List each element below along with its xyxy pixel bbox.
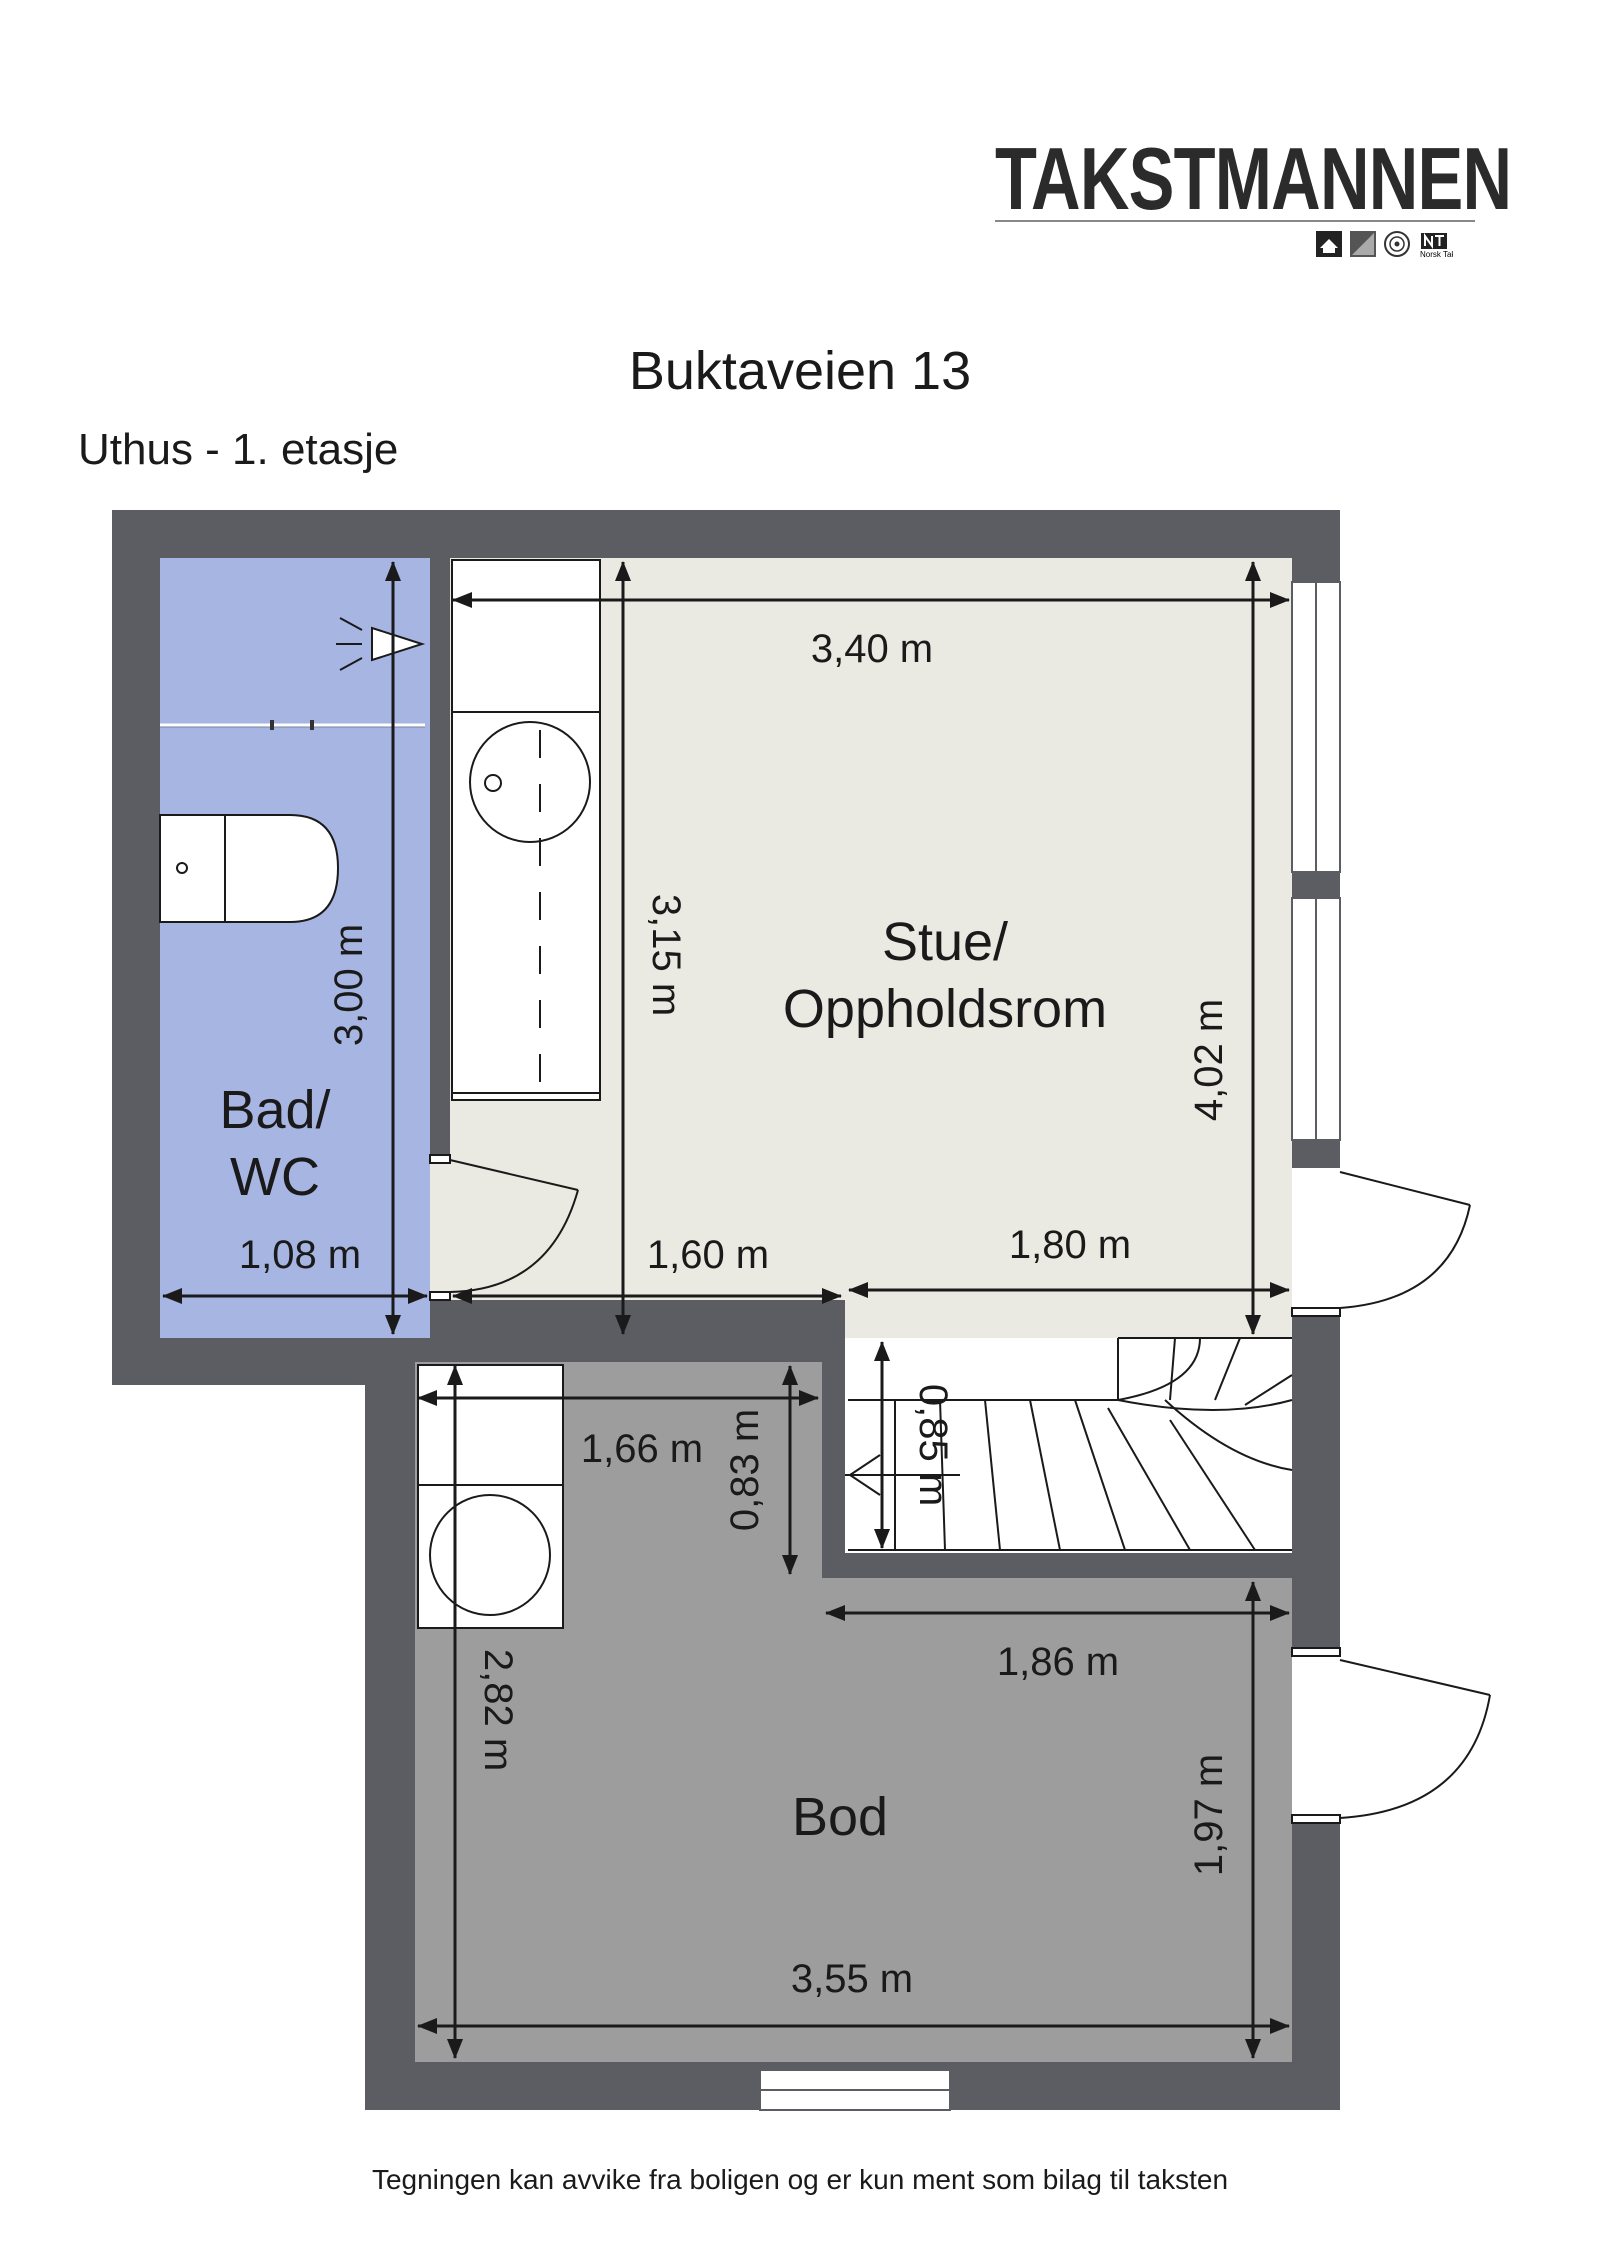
dim-label-bath-height: 3,00 m — [327, 924, 371, 1046]
door-gap-bath — [430, 1160, 450, 1300]
dim-label-bath-width: 1,08 m — [239, 1233, 361, 1277]
dim-label-storage-height: 2,82 m — [476, 1649, 520, 1771]
toilet-icon — [159, 814, 340, 923]
logo-caption: Norsk Takst — [1420, 250, 1453, 258]
window-bottom — [759, 2069, 951, 2111]
room-label-bathroom-line1: Bad/ — [219, 1080, 330, 1140]
laundry-units — [417, 1364, 564, 1629]
window-right-upper — [1291, 581, 1341, 1141]
disclaimer-footer: Tegningen kan avvike fra boligen og er k… — [371, 2164, 1229, 2195]
dim-label-storage-right-width: 1,86 m — [997, 1640, 1119, 1684]
seal-logo-icon — [1384, 231, 1410, 257]
brand-header: TAKSTMANNEN Norsk Takst — [995, 128, 1512, 268]
room-label-living-line1: Stue/ — [882, 912, 1008, 972]
room-living-floor — [450, 558, 1292, 1338]
dim-label-storage-width: 3,55 m — [791, 1957, 913, 2001]
dimension-lines — [162, 561, 1290, 2059]
room-storage-floor — [415, 1362, 1292, 2062]
dim-label-living-lower-left: 1,60 m — [647, 1233, 769, 1277]
dim-label-living-height-inner: 3,15 m — [644, 894, 688, 1016]
stairs-area — [845, 1338, 1292, 1553]
sink-icon — [469, 721, 591, 843]
kitchen-counter — [451, 559, 601, 1101]
door-storage-exterior — [1291, 1647, 1491, 1824]
dim-label-storage-upper-width: 1,66 m — [581, 1427, 703, 1471]
dim-label-living-lower-right: 1,80 m — [1009, 1223, 1131, 1267]
dim-label-storage-upper-height: 0,83 m — [723, 1409, 767, 1531]
dim-label-living-height: 4,02 m — [1187, 999, 1231, 1121]
house-logo-icon — [1316, 231, 1342, 257]
room-label-living-line2: Oppholdsrom — [783, 979, 1107, 1039]
stairs-icon — [845, 1337, 1293, 1551]
brand-logos: Norsk Takst — [1315, 230, 1453, 262]
dryer-box — [417, 1364, 564, 1486]
dim-label-living-width: 3,40 m — [811, 627, 933, 671]
dim-label-storage-right-height: 1,97 m — [1187, 1754, 1231, 1876]
room-label-bathroom-line2: WC — [230, 1147, 320, 1207]
page-title: Buktaveien 13 — [628, 341, 972, 401]
brand-rule — [995, 220, 1475, 222]
floor-label: Uthus - 1. etasje — [78, 425, 399, 474]
ruler-logo-icon — [1350, 231, 1376, 257]
room-label-storage: Bod — [792, 1787, 888, 1847]
nt-logo-icon: Norsk Takst — [1420, 232, 1453, 258]
room-bathroom-floor — [160, 558, 430, 1338]
door-living-exterior — [1291, 1148, 1471, 1317]
dim-label-stair-depth: 0,85 m — [911, 1384, 955, 1506]
